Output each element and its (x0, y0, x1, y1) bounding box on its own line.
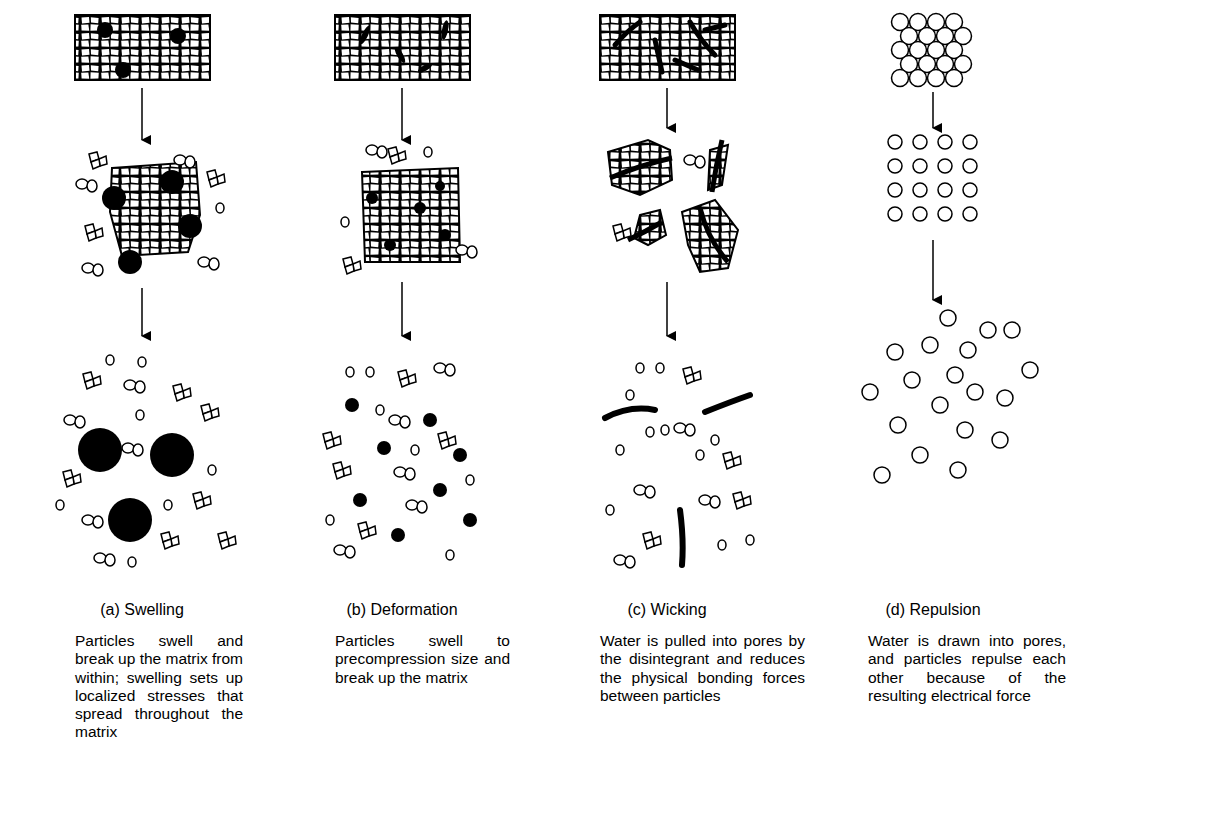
mechanism-description: Water is pulled into pores by the disint… (600, 632, 805, 705)
panel-caption: (b) Deformation (302, 600, 502, 619)
deformation-illustration (323, 15, 477, 560)
down-arrows (142, 88, 933, 336)
panel-caption: (a) Swelling (42, 600, 242, 619)
mechanism-description: Particles swell to precompression size a… (335, 632, 510, 687)
mechanism-description: Particles swell and break up the matrix … (75, 632, 243, 742)
mechanism-description: Water is drawn into pores, and particles… (868, 632, 1066, 705)
panel-caption: (c) Wicking (567, 600, 767, 619)
wicking-illustration (600, 15, 754, 568)
panel-caption: (d) Repulsion (833, 600, 1033, 619)
swelling-illustration (56, 15, 236, 567)
repulsion-illustration (862, 14, 1038, 484)
